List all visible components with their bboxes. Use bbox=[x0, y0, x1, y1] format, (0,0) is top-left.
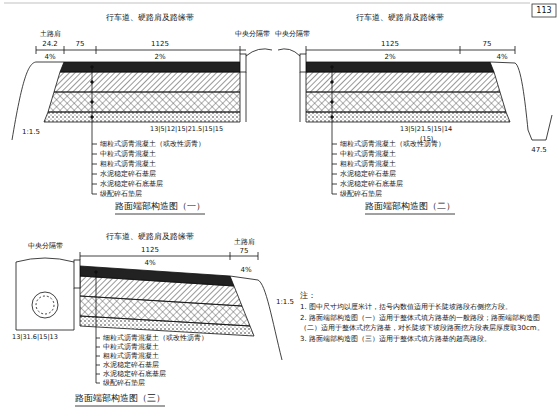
note-heading: 注： bbox=[300, 292, 316, 301]
dimension: 13|31.6|15|13 bbox=[12, 334, 58, 341]
dimension: 1125 bbox=[381, 40, 399, 48]
lane-label: 行车道、硬路肩及路缘带 bbox=[356, 14, 444, 23]
layer-name: 中粒式沥青混凝土 bbox=[340, 150, 396, 158]
dimension: 24.2 bbox=[42, 40, 58, 48]
lane-label: 行车道、硬路肩及路缘带 bbox=[106, 14, 194, 23]
layer-name: 粗粒式沥青混凝土 bbox=[340, 160, 396, 168]
figure-title: 路面端部构造图（一） bbox=[115, 202, 205, 212]
layer-name: 中粒式沥青混凝土 bbox=[100, 150, 156, 158]
median-label: 中央分隔带 bbox=[275, 30, 310, 38]
layer-name: 细粒式沥青混凝土（或改性沥青） bbox=[100, 140, 205, 148]
shoulder-label: 土路肩 bbox=[234, 238, 255, 246]
layer-name: 级配碎石垫层 bbox=[103, 379, 145, 387]
slope-label: 4% bbox=[44, 53, 55, 61]
slope-ratio: 1:1.5 bbox=[276, 298, 294, 306]
dimension: 13|5|12|15|21.5|15|15 bbox=[150, 126, 223, 133]
layer-name: 级配碎石垫层 bbox=[340, 190, 382, 198]
layer-name: 细粒式沥青混凝土（或改性沥青） bbox=[103, 334, 208, 342]
layer-name: 水泥稳定碎石基层 bbox=[340, 170, 396, 178]
dimension: 1125 bbox=[141, 246, 159, 254]
layer-name: 级配碎石垫层 bbox=[100, 190, 142, 198]
layer-name: 水泥稳定碎石底基层 bbox=[100, 180, 163, 188]
slope-ratio: 1:1.5 bbox=[22, 128, 40, 136]
lane-label: 行车道、硬路肩及路缘带 bbox=[106, 233, 194, 242]
section-three bbox=[16, 252, 282, 406]
layer-name: 水泥稳定碎石底基层 bbox=[340, 180, 403, 188]
page-number: 113 bbox=[536, 6, 551, 15]
note-text: 1. 图中尺寸均以厘米计，括号内数值适用于长陡坡路段右侧挖方段。 bbox=[300, 303, 550, 312]
slope-label: 4% bbox=[240, 266, 251, 274]
slope-label: 4% bbox=[496, 53, 507, 61]
layer-name: 水泥稳定碎石基层 bbox=[103, 361, 159, 369]
note-text: 2. 路面端部构造图（一）适用于整体式填方路基的一般路段；路面端部构造图（二）适… bbox=[300, 314, 550, 333]
layer-name: 粗粒式沥青混凝土 bbox=[100, 160, 156, 168]
median-label: 中央分隔带 bbox=[28, 242, 63, 250]
layer-name: 粗粒式沥青混凝土 bbox=[103, 352, 159, 360]
figure-title: 路面端部构造图（三） bbox=[75, 394, 165, 404]
dimension: 75 bbox=[76, 40, 85, 48]
slope-label: 2% bbox=[154, 53, 165, 61]
dimension: 47.5 bbox=[531, 146, 547, 154]
section-one bbox=[12, 46, 272, 214]
dimension: 13|5|21.5|15|14 bbox=[400, 126, 452, 133]
layer-name: 水泥稳定碎石基层 bbox=[100, 170, 156, 178]
layer-name: 中粒式沥青混凝土 bbox=[103, 343, 159, 351]
dimension: 1125 bbox=[151, 40, 169, 48]
dimension: 75 bbox=[483, 40, 492, 48]
note-text: 3. 路面端部构造图（三）适用于整体式填方路基的超高路段。 bbox=[300, 335, 550, 344]
shoulder-label: 土路肩 bbox=[40, 30, 61, 38]
median-label: 中央分隔带 bbox=[235, 30, 270, 38]
layer-name: 细粒式沥青混凝土（或改性沥青） bbox=[340, 140, 445, 148]
page-box bbox=[532, 4, 556, 17]
figure-title: 路面端部构造图（二） bbox=[365, 202, 455, 212]
layer-name: 水泥稳定碎石底基层 bbox=[103, 370, 166, 378]
slope-label: 2% bbox=[384, 53, 395, 61]
dimension: 75 bbox=[240, 247, 249, 255]
slope-label: 4% bbox=[144, 259, 155, 267]
section-two bbox=[278, 46, 552, 214]
